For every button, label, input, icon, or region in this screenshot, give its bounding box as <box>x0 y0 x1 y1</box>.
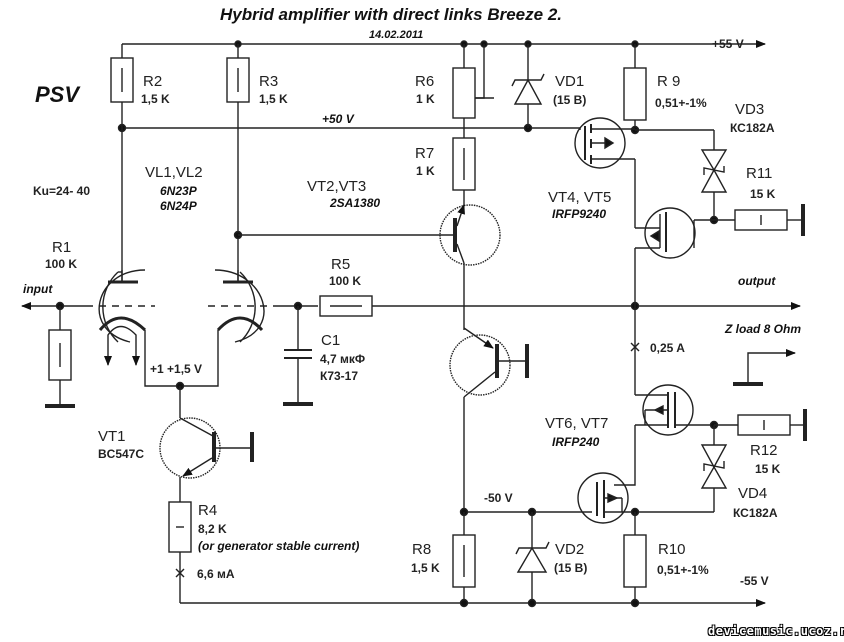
r2-ref: R2 <box>143 73 163 90</box>
rail-plus55 <box>122 40 766 48</box>
zener-vd4 <box>700 425 728 512</box>
r6-value: 1 K <box>416 92 435 106</box>
resistor-r3 <box>226 44 432 282</box>
resistor-r12 <box>714 409 807 441</box>
schematic-title: Hybrid amplifier with direct links Breez… <box>220 5 562 24</box>
rail-plus50-label: +50 V <box>322 112 354 126</box>
r6-ref: R6 <box>415 73 435 90</box>
resistor-r8 <box>452 512 476 603</box>
r7-ref: R7 <box>415 145 435 162</box>
vt45-type: IRFP9240 <box>552 207 607 221</box>
load-symbol <box>733 349 796 386</box>
resistor-r2 <box>110 44 134 282</box>
r11-ref: R11 <box>746 165 773 182</box>
vd4-value: КС182А <box>733 506 778 520</box>
feedback-network <box>278 295 801 406</box>
r7-value: 1 K <box>416 164 435 178</box>
vd3-ref: VD3 <box>735 101 765 118</box>
transistor-vt1 <box>159 386 254 502</box>
zener-vd1 <box>511 44 545 128</box>
gain-label: Ku=24- 40 <box>33 184 91 198</box>
vd1-value: (15 В) <box>553 93 587 107</box>
bias-current-label: 0,25 A <box>650 341 685 355</box>
r8-ref: R8 <box>412 541 432 558</box>
zener-vd2 <box>515 512 550 603</box>
rail-minus55-label: -55 V <box>740 574 769 588</box>
vt1-type: BC547C <box>98 447 145 461</box>
resistor-r6-r7 <box>452 44 494 205</box>
resistor-r11 <box>694 204 805 236</box>
c1-value: 4,7 мкФ <box>320 352 366 366</box>
schematic-date: 14.02.2011 <box>369 29 424 41</box>
vt67-ref: VT6, VT7 <box>545 415 609 432</box>
r12-ref: R12 <box>750 442 778 459</box>
vd2-ref: VD2 <box>555 541 585 558</box>
tail-current-label: 6,6 мА <box>197 567 235 581</box>
cathode-voltage-label: +1 +1,5 V <box>150 362 203 376</box>
r5-value: 100 K <box>329 274 362 288</box>
input-line <box>21 301 86 408</box>
bias-current-marker <box>630 306 640 395</box>
rail-minus50-label: -50 V <box>484 491 513 505</box>
r12-value: 15 K <box>755 462 781 476</box>
mosfet-vt6 <box>635 384 719 436</box>
transistor-vt2 <box>432 204 501 330</box>
mosfet-vt4 <box>574 117 636 228</box>
vd4-ref: VD4 <box>738 485 768 502</box>
load-label: Z load 8 Ohm <box>725 322 802 336</box>
rail-plus55-label: +55 V <box>712 37 744 51</box>
rail-minus50 <box>459 507 592 517</box>
c1-ref: C1 <box>321 332 341 349</box>
r4-note: (or generator stable current) <box>198 539 360 553</box>
r11-value: 15 K <box>750 187 776 201</box>
r10-ref: R10 <box>658 541 686 558</box>
vt1-ref: VT1 <box>98 428 126 445</box>
vt23-type: 2SA1380 <box>330 196 381 210</box>
rail-minus55 <box>180 598 766 608</box>
resistor-r9 <box>623 44 715 220</box>
r8-value: 1,5 K <box>411 561 440 575</box>
r2-value: 1,5 K <box>141 92 170 106</box>
r4-value: 8,2 K <box>198 522 227 536</box>
r10-value: 0,51+-1% <box>657 563 709 577</box>
vd1-ref: VD1 <box>555 73 585 90</box>
r1-ref: R1 <box>52 239 72 256</box>
r4-ref: R4 <box>198 502 218 519</box>
author-label: PSV <box>35 82 80 107</box>
mosfet-vt7 <box>577 425 714 524</box>
resistor-r10 <box>623 512 647 603</box>
transistor-vt3 <box>449 327 529 512</box>
watermark: devicemusic.ucoz.ru <box>708 624 844 638</box>
vd2-value: (15 В) <box>554 561 588 575</box>
r3-ref: R3 <box>259 73 279 90</box>
resistor-r4 <box>168 501 192 603</box>
r3-value: 1,5 K <box>259 92 288 106</box>
r1-value: 100 K <box>45 257 78 271</box>
mosfet-vt5 <box>634 207 696 306</box>
vl-type2: 6N24P <box>160 199 197 213</box>
vd3-value: КС182А <box>730 121 775 135</box>
input-label: input <box>23 282 53 296</box>
vl-type1: 6N23P <box>160 184 197 198</box>
vl-ref: VL1,VL2 <box>145 164 203 181</box>
vt45-ref: VT4, VT5 <box>548 189 612 206</box>
c1-type: К73-17 <box>320 369 359 383</box>
tube-vl1-vl2 <box>86 269 278 391</box>
vt23-ref: VT2,VT3 <box>307 178 367 195</box>
r9-ref: R 9 <box>657 73 681 90</box>
vt67-type: IRFP240 <box>552 435 600 449</box>
r9-value: 0,51+-1% <box>655 96 707 110</box>
output-label: output <box>738 274 776 288</box>
r5-ref: R5 <box>331 256 351 273</box>
